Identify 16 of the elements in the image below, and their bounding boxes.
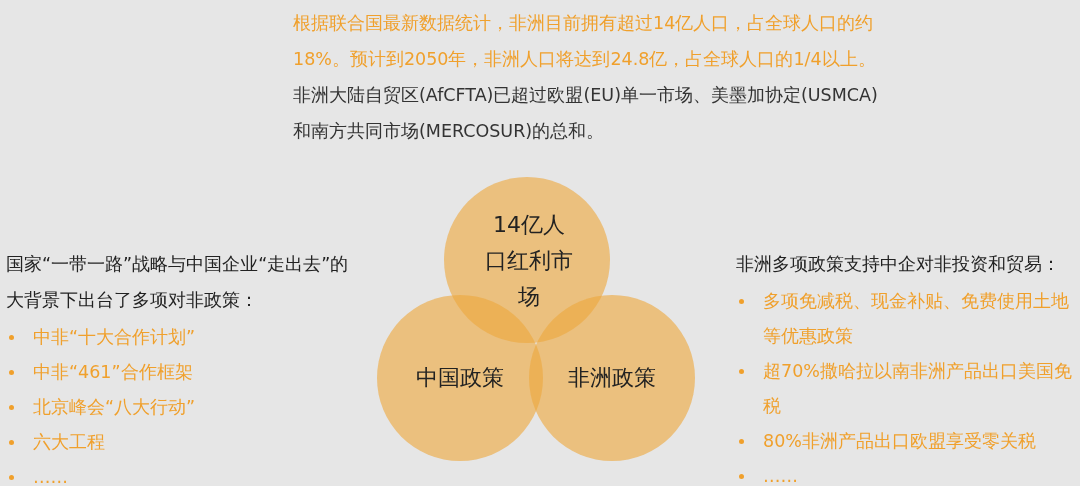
- circle-label: 中国政策: [415, 364, 505, 392]
- circle-label: 14亿人口红利市场: [484, 211, 574, 311]
- list-item: 80%非洲产品出口欧盟享受零关税: [763, 430, 1037, 453]
- list-item: 中非“461”合作框架: [33, 361, 194, 384]
- list-item: 六大工程: [33, 431, 106, 454]
- list-item: ……: [763, 465, 799, 486]
- paragraph-text: 根据联合国最新数据统计，非洲目前拥有超过14亿人口，占全球人口的约18%。预计到2050年，非洲人口将达到24.8亿，占全球人口的1/4以上。: [293, 13, 876, 69]
- heading-text: 国家“一带一路”战略与中国企业“走出去”的大背景下出台了多项对非政策：: [6, 253, 350, 312]
- heading-text: 非洲多项政策支持中企对非投资和贸易：: [736, 253, 1061, 276]
- circle-label: 非洲政策: [567, 364, 657, 392]
- list-item: 中非“十大合作计划”: [33, 326, 197, 349]
- list-item: 超70%撒哈拉以南非洲产品出口美国免税: [763, 360, 1073, 418]
- list-item: ……: [33, 466, 69, 486]
- list-item: 北京峰会“八大行动”: [33, 396, 197, 419]
- paragraph-text: 非洲大陆自贸区(AfCFTA)已超过欧盟(EU)单一市场、美墨加协定(USMCA)和南方共同市场(MERCOSUR)的总和。: [293, 85, 878, 141]
- list-item: 多项免减税、现金补贴、免费使用土地等优惠政策: [763, 290, 1070, 348]
